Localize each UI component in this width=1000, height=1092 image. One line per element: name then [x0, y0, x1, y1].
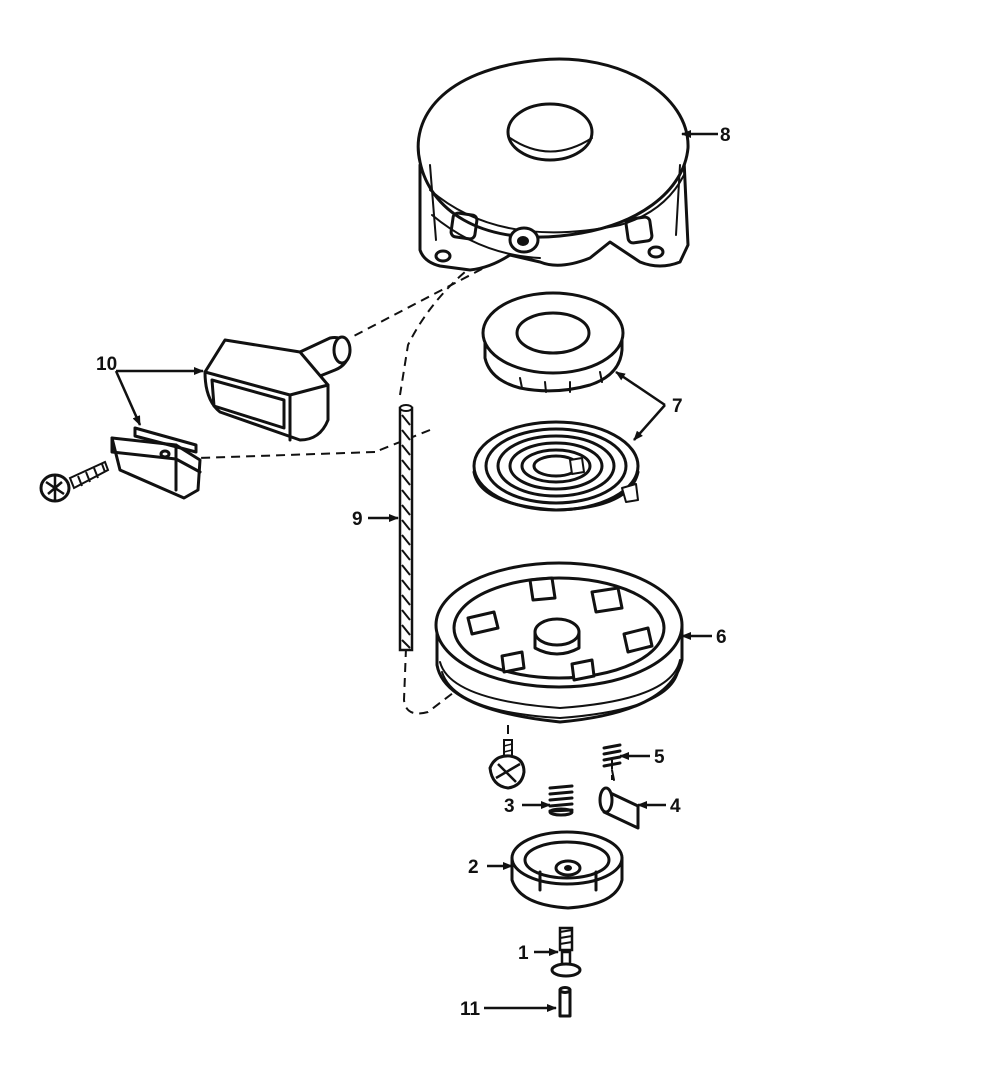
callout-11: 11	[460, 999, 481, 1020]
brake-cup	[510, 830, 624, 910]
callout-leaders	[114, 130, 718, 1012]
starter-pawl	[598, 786, 640, 830]
handle-insert-clip	[110, 426, 202, 500]
shoulder-screw	[550, 926, 582, 978]
rope-handle	[203, 335, 352, 442]
callout-4: 4	[670, 796, 681, 817]
spring-retainer-cup	[481, 291, 625, 393]
roll-pin	[558, 986, 572, 1018]
pawl-spring	[602, 743, 622, 781]
callout-labels: 8 7 10 9 6 5 4 3 2 1 11	[96, 125, 731, 1020]
rope-pulley	[434, 561, 684, 724]
callout-9: 9	[352, 509, 363, 530]
retainer-screw	[488, 739, 526, 790]
callout-8: 8	[720, 125, 731, 146]
callout-5: 5	[654, 747, 665, 768]
brake-spring	[548, 784, 574, 817]
callout-1: 1	[518, 943, 529, 964]
starter-housing	[416, 57, 690, 272]
callout-3: 3	[504, 796, 515, 817]
recoil-spring	[472, 420, 640, 512]
callout-6: 6	[716, 627, 727, 648]
callout-2: 2	[468, 857, 479, 878]
callout-7: 7	[672, 396, 683, 417]
callout-10: 10	[96, 354, 117, 375]
starter-rope	[398, 404, 414, 652]
handle-screw	[39, 460, 110, 503]
